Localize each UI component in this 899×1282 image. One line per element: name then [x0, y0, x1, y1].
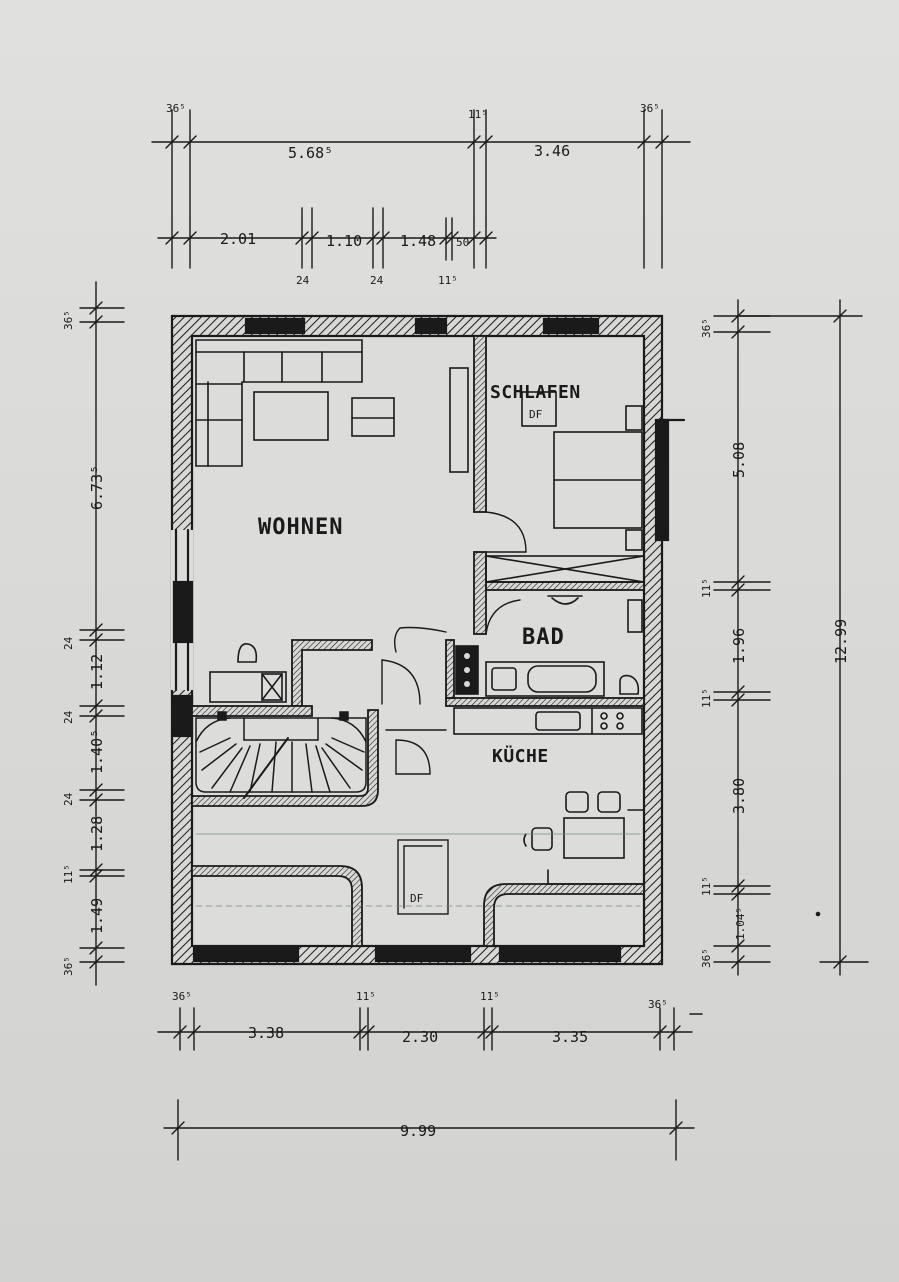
- dim-top-seg1: 2.01: [220, 230, 256, 248]
- bathroom-furniture: [455, 595, 643, 697]
- dim-left-w24a: 24: [62, 636, 75, 650]
- dim-bottom-wall-left: 36⁵: [172, 990, 192, 1003]
- dim-left-seg-149: 1.49: [88, 898, 106, 934]
- dim-left-w11: 11⁵: [62, 864, 75, 884]
- dim-top-wall-left: 36⁵: [166, 102, 186, 115]
- dim-right-w11a: 11⁵: [700, 578, 713, 598]
- living-furniture: [195, 339, 469, 703]
- dim-right-seg-196: 1.96: [730, 628, 748, 664]
- dim-bottom-total: 9.99: [400, 1122, 436, 1140]
- dim-right-bot-wall: 36⁵: [700, 948, 713, 968]
- dim-top-sub1: 24: [296, 274, 310, 287]
- dim-top-sub3: 11⁵: [438, 274, 458, 287]
- dim-top-wall-right: 36⁵: [640, 102, 660, 115]
- dim-top-span-left: 5.68⁵: [288, 144, 333, 162]
- room-label-kueche: KÜCHE: [492, 745, 549, 767]
- dim-bottom-seg1: 3.38: [248, 1024, 284, 1042]
- left-dimensions: [79, 281, 125, 986]
- dim-left-bot-wall: 36⁵: [62, 956, 75, 976]
- right-dimensions: [713, 299, 869, 976]
- dim-left-seg-112: 1.12: [88, 654, 106, 690]
- bottom-dimensions: [157, 1007, 703, 1161]
- door-swings: [381, 511, 527, 775]
- dim-left-seg-big: 6.73⁵: [88, 465, 106, 510]
- room-label-bad: BAD: [522, 625, 565, 650]
- dim-top-seg4: 50: [456, 236, 469, 249]
- dim-bottom-seg3: 3.35: [552, 1028, 588, 1046]
- dim-top-sub2: 24: [370, 274, 384, 287]
- kitchen-furniture: [453, 707, 645, 885]
- dim-right-seg-508: 5.08: [730, 442, 748, 478]
- dim-bottom-wall-mid2: 11⁵: [480, 990, 500, 1003]
- dim-bottom-wall-right: 36⁵: [648, 998, 668, 1011]
- dim-left-w24b: 24: [62, 710, 75, 724]
- dim-left-top-wall: 36⁵: [62, 310, 75, 330]
- dim-left-seg-140: 1.40⁵: [88, 729, 106, 774]
- dim-right-top-wall: 36⁵: [700, 318, 713, 338]
- skylight-label-top: DF: [529, 408, 542, 421]
- dim-bottom-seg2: 2.30: [402, 1028, 438, 1046]
- dim-bottom-wall-mid1: 11⁵: [356, 990, 376, 1003]
- dim-left-w24c: 24: [62, 792, 75, 806]
- dim-right-w11c: 11⁵: [700, 876, 713, 896]
- dim-right-total: 12.99: [832, 619, 850, 664]
- interior-walls: [191, 335, 645, 947]
- dim-right-seg-380: 3.80: [730, 778, 748, 814]
- dim-right-seg-1045: 1.04⁵: [734, 907, 747, 940]
- skylight-label-bottom: DF: [410, 892, 423, 905]
- top-dimensions: [151, 109, 691, 269]
- dim-top-seg2: 1.10: [326, 232, 362, 250]
- staircase: [195, 711, 367, 799]
- dim-top-wall-mid: 11⁵: [468, 108, 488, 121]
- room-label-schlafen: SCHLAFEN: [490, 382, 581, 403]
- dim-right-w11b: 11⁵: [700, 688, 713, 708]
- room-label-wohnen: WOHNEN: [258, 515, 343, 540]
- lower-hall: [195, 833, 641, 915]
- dim-top-span-right: 3.46: [534, 142, 570, 160]
- dim-left-seg-128: 1.28: [88, 816, 106, 852]
- dim-top-seg3: 1.48: [400, 232, 436, 250]
- bedroom-furniture: [485, 391, 645, 583]
